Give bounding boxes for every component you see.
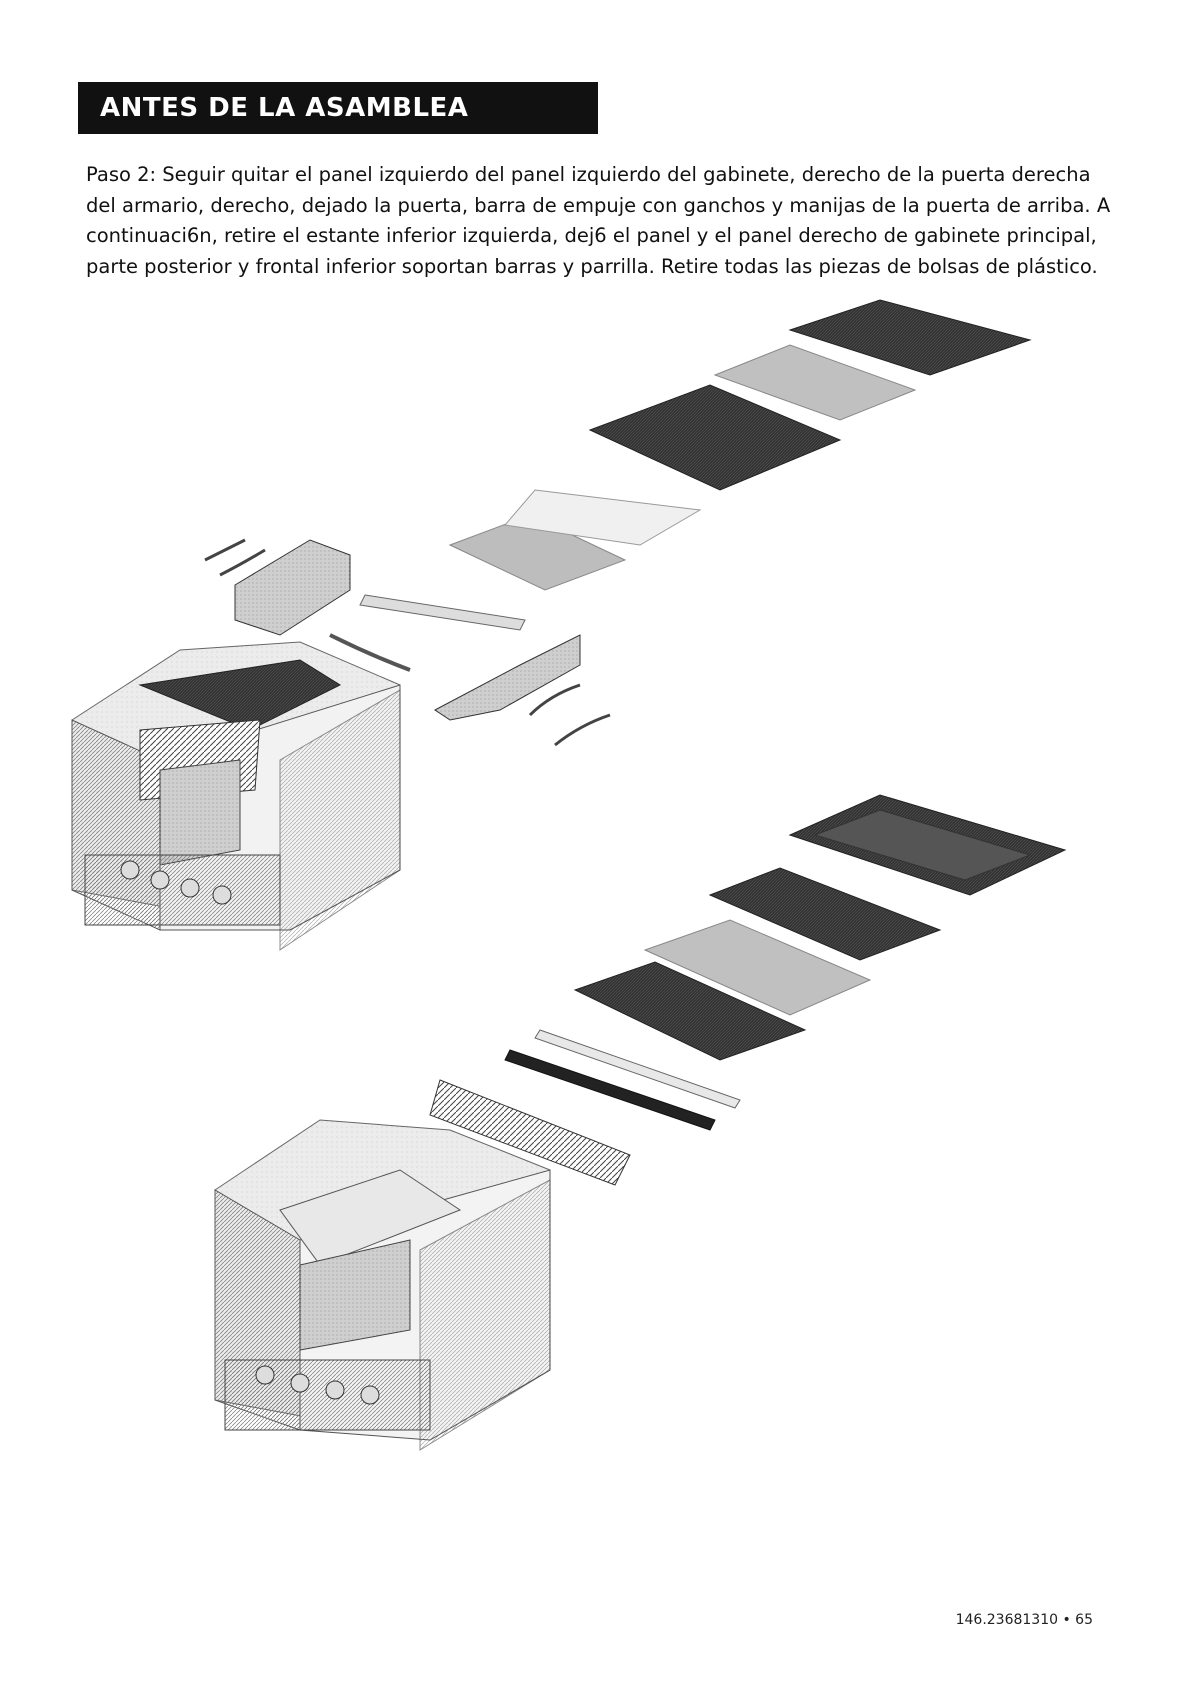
cabinet-top — [71, 641, 401, 951]
door-panel-light — [504, 489, 702, 546]
cabinet-panel-gray — [713, 344, 917, 421]
cabinet-bottom — [214, 1119, 551, 1451]
shelf-bracket-right — [434, 634, 581, 721]
door-panel-dark-lower — [573, 961, 807, 1061]
section-title: ANTES DE LA ASAMBLEA — [78, 82, 598, 134]
door-panel-dark — [588, 384, 842, 491]
shelf-bracket-left — [234, 539, 351, 636]
assembly-diagram — [0, 290, 1191, 1590]
door-panel-gray-lower — [643, 919, 872, 1016]
cabinet-panel-top — [788, 299, 1032, 376]
bottom-shelf-panel — [708, 867, 942, 961]
front-grille — [429, 1079, 631, 1186]
model-page-number: 146.23681310 • 65 — [955, 1612, 1093, 1628]
support-bar-rear — [534, 1029, 741, 1109]
push-bar — [359, 594, 526, 631]
hooks-left — [204, 538, 266, 577]
side-panel-gray — [448, 514, 627, 591]
instruction-text: Paso 2: Seguir quitar el panel izquierdo… — [86, 163, 1111, 278]
bottom-grill-group — [214, 794, 1067, 1451]
hooks-right — [528, 683, 611, 747]
door-handle — [329, 633, 411, 672]
support-bar-front — [504, 1049, 716, 1131]
top-grill-group — [71, 299, 1032, 951]
